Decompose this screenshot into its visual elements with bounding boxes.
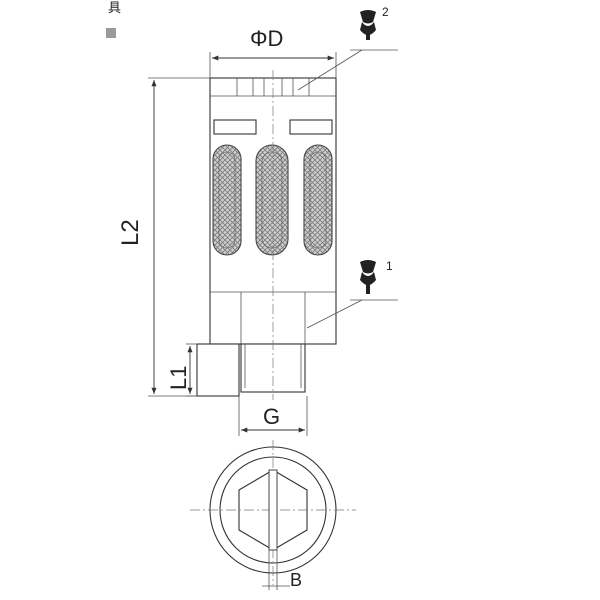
l2-label: L2	[117, 219, 144, 246]
dimension-g: G	[238, 396, 308, 436]
leader-line-2	[297, 49, 363, 91]
wrench-2-number: 2	[382, 5, 389, 19]
gray-square-marker	[106, 28, 116, 38]
side-view	[196, 70, 337, 400]
dimension-l2: L2	[117, 77, 210, 397]
end-view: B	[190, 440, 356, 590]
filter-element-left	[212, 144, 242, 256]
phi-d-label: ΦD	[250, 26, 283, 51]
filter-element-center	[255, 144, 289, 256]
slot-b	[268, 469, 278, 551]
b-label: B	[290, 570, 302, 590]
wrench-1-number: 1	[386, 259, 393, 273]
l1-label: L1	[166, 366, 191, 390]
filter-element-right	[303, 144, 333, 256]
filter-element-left-inner	[218, 151, 236, 249]
g-label: G	[263, 404, 280, 429]
corner-marker: 具	[106, 0, 121, 38]
vent-slot	[289, 119, 333, 135]
leader-line-1	[306, 299, 363, 329]
filter-element-center-inner	[261, 151, 283, 249]
wrench-icon	[360, 260, 376, 294]
wrench-callout-2: 2	[297, 5, 398, 91]
vent-slot	[213, 119, 257, 135]
dimension-l1: L1	[166, 343, 197, 397]
corner-glyph: 具	[108, 0, 121, 15]
wrench-icon	[360, 10, 376, 40]
wrench-callout-1: 1	[306, 259, 398, 329]
dimension-phi-d: ΦD	[209, 26, 337, 78]
filter-element-right-inner	[309, 151, 327, 249]
flange-left	[196, 343, 240, 397]
